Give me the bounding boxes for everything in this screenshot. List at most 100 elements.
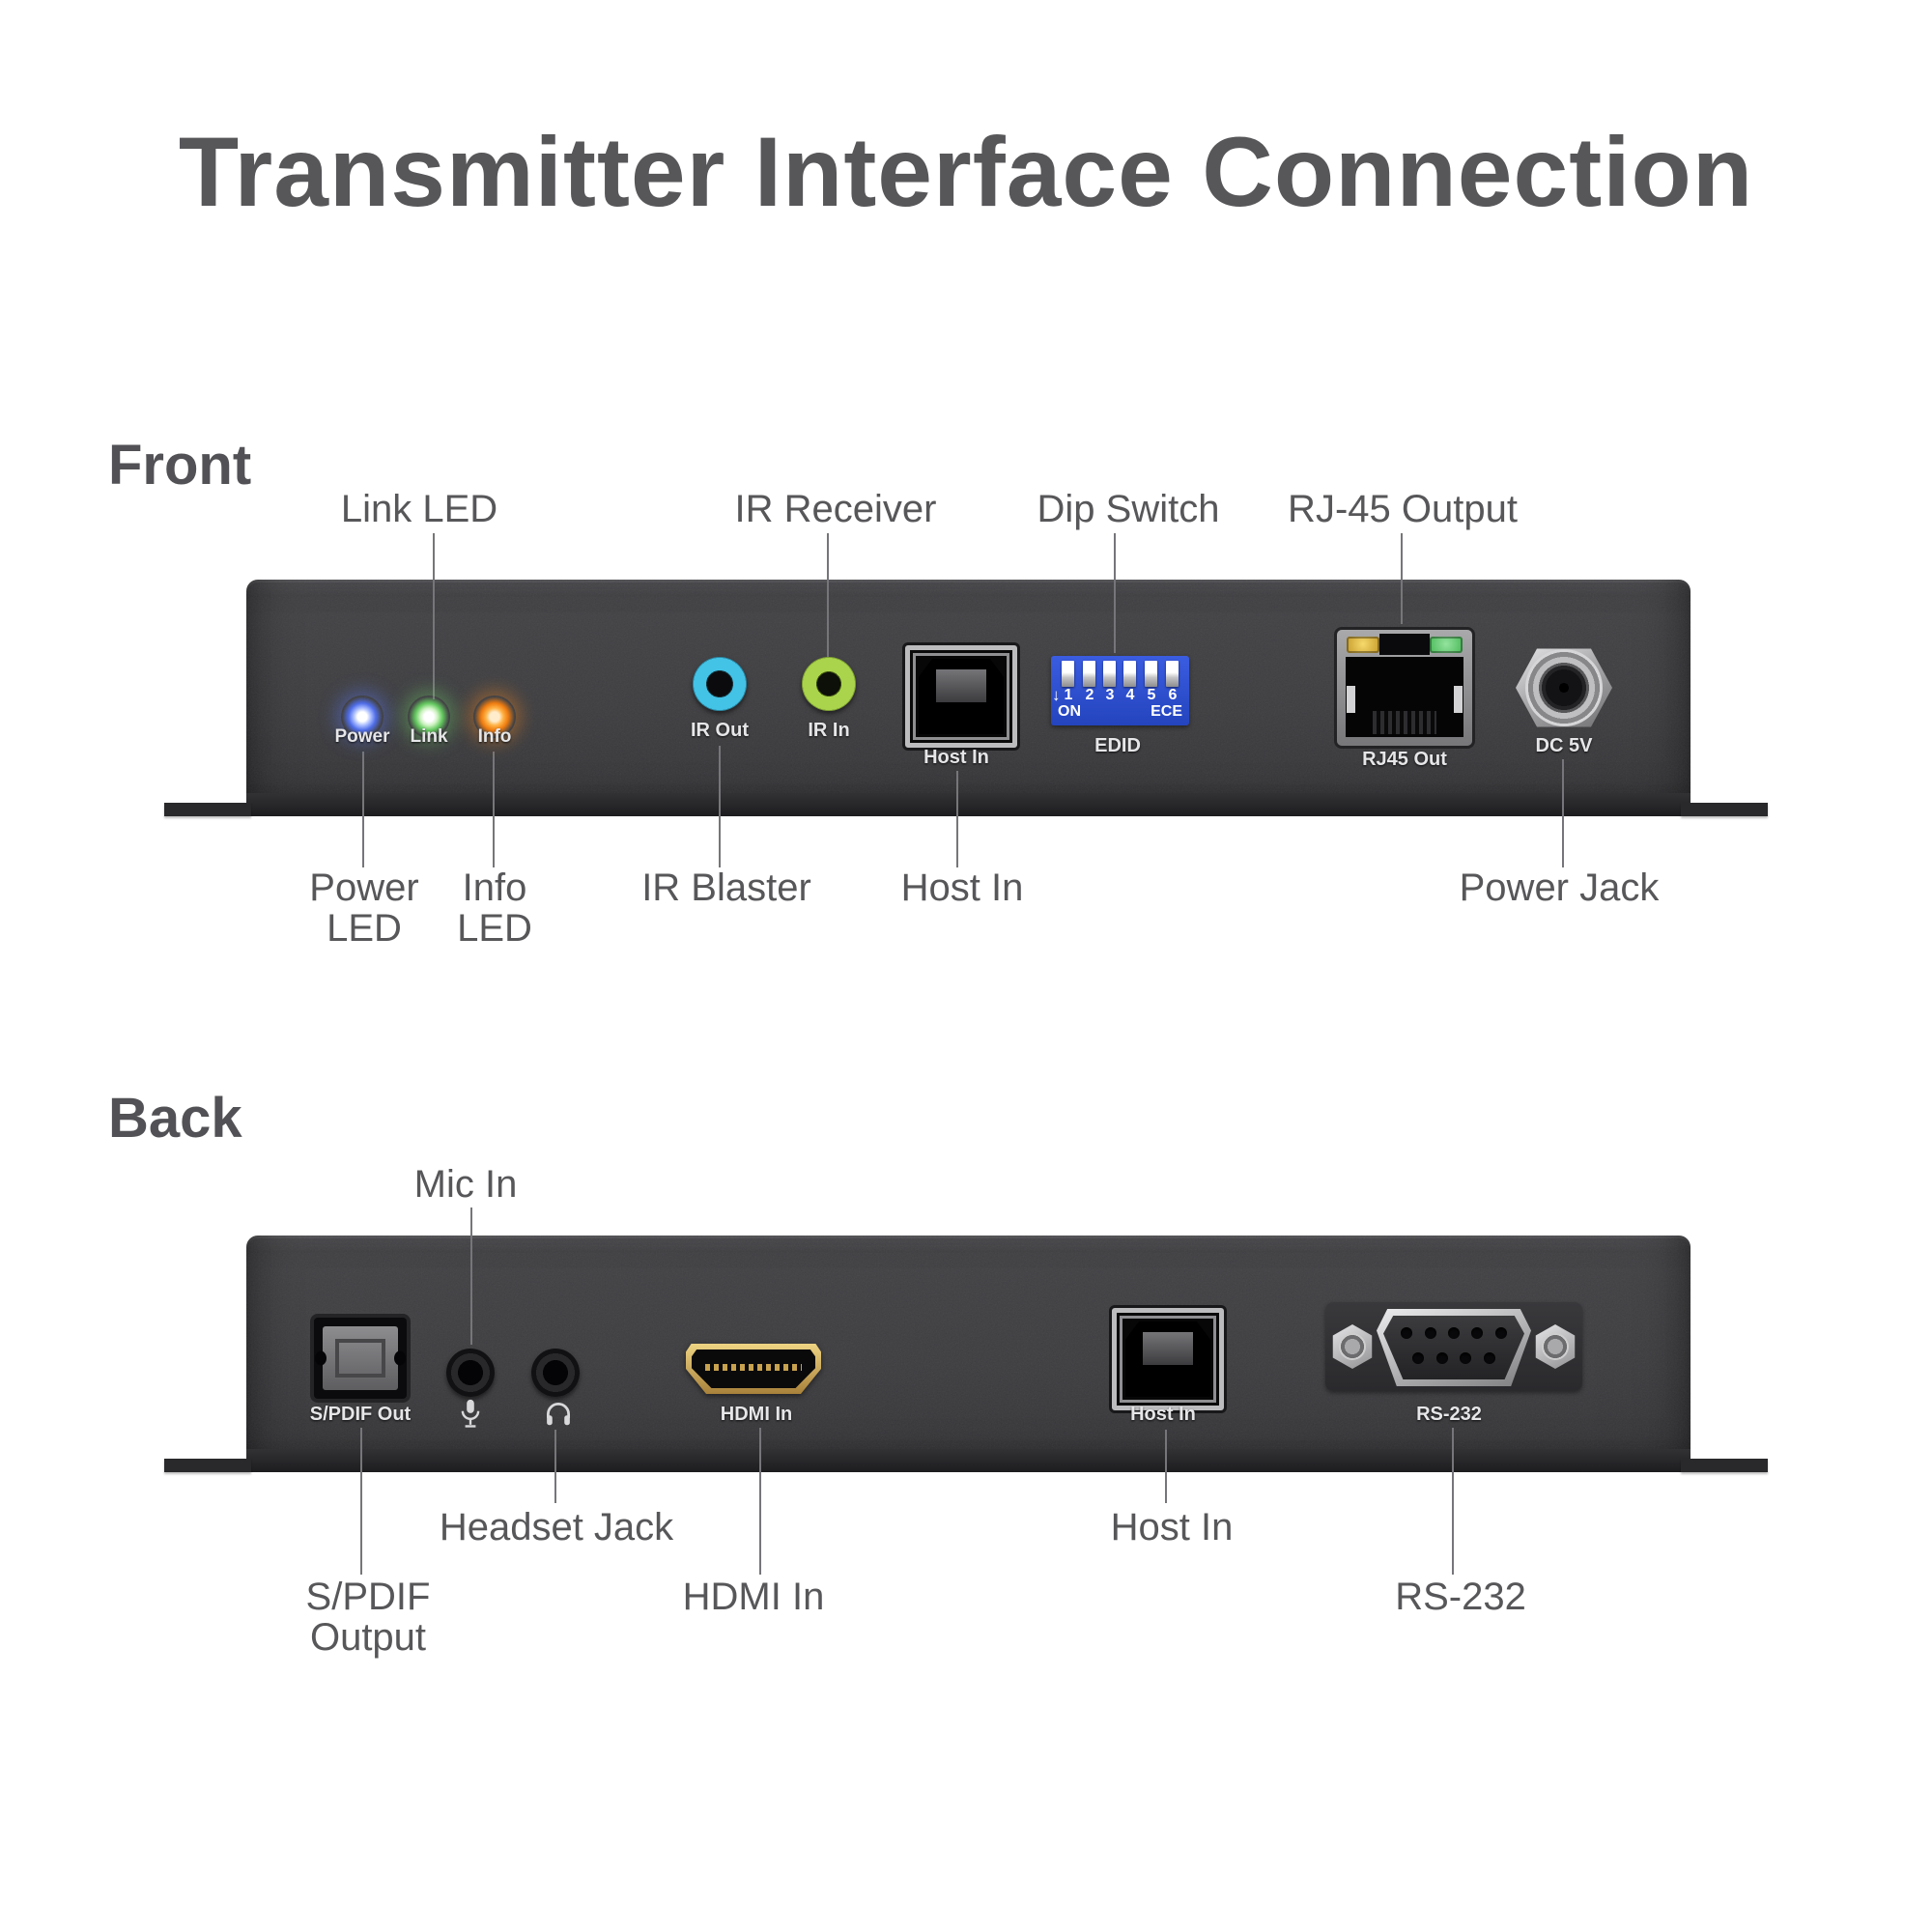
callout-info-led-line2: LED — [457, 907, 532, 951]
dip-switch-6 — [1166, 661, 1179, 687]
usb-tongue — [1143, 1332, 1193, 1365]
dip-switch-4 — [1123, 661, 1136, 687]
back-mount-ear-right — [1681, 1459, 1768, 1472]
leader-rj45-output — [1401, 533, 1403, 624]
dip-number-2: 2 — [1085, 687, 1094, 703]
spdif-hinge-right — [394, 1350, 406, 1366]
leader-power-jack — [1562, 759, 1564, 867]
leader-host-in-back — [1165, 1430, 1167, 1503]
callout-host-in-front: Host In — [900, 867, 1024, 909]
back-mount-ear-left — [164, 1459, 251, 1472]
db9-nut-left — [1332, 1324, 1373, 1369]
ir-in-jack — [802, 657, 856, 711]
power-led — [341, 696, 384, 738]
headset-jack — [531, 1349, 580, 1397]
rj45-clip-left — [1347, 686, 1355, 713]
dip-number-3: 3 — [1105, 687, 1115, 703]
leader-info-led — [493, 752, 495, 867]
page-title: Transmitter Interface Connection — [178, 117, 1754, 227]
leader-link-led — [433, 533, 435, 699]
callout-spdif-line2: Output — [309, 1616, 427, 1660]
hdmi-in-label: HDMI In — [720, 1404, 793, 1425]
spdif-out-port — [314, 1318, 407, 1399]
host-in-label-back: Host In — [1130, 1404, 1196, 1425]
db9-pin-hole — [1436, 1352, 1448, 1364]
dip-number-4: 4 — [1125, 687, 1135, 703]
edid-label: EDID — [1094, 735, 1141, 756]
rj45-out-port — [1337, 630, 1472, 746]
db9-pin-hole — [1412, 1352, 1424, 1364]
db9-face — [1383, 1316, 1524, 1379]
mic-icon — [461, 1399, 480, 1428]
link-led-label: Link — [410, 726, 448, 747]
hdmi-in-port — [686, 1344, 821, 1394]
dc-power-jack — [1516, 644, 1612, 731]
mic-in-jack — [446, 1349, 495, 1397]
db9-pin-hole — [1484, 1352, 1495, 1364]
hdmi-pins — [705, 1364, 802, 1371]
back-section-heading: Back — [108, 1087, 242, 1150]
leader-host-in-front — [956, 771, 958, 867]
rj45-top-cavity — [1379, 634, 1430, 655]
edid-dip-switch: ↓ 1 2 3 4 5 6 ON ECE — [1051, 656, 1189, 725]
callout-spdif-output: S/PDIF Output — [306, 1577, 431, 1659]
rs232-label: RS-232 — [1416, 1404, 1482, 1425]
usb-tongue — [936, 669, 986, 702]
info-led — [473, 696, 516, 738]
db9-nut-right — [1535, 1324, 1576, 1369]
rj45-green-led — [1430, 637, 1463, 653]
host-in-usb-port-front — [905, 645, 1017, 748]
dip-switch-3 — [1103, 661, 1116, 687]
callout-power-led: Power LED — [309, 867, 418, 950]
host-in-label-front: Host In — [923, 747, 989, 768]
leader-mic-in — [470, 1208, 472, 1345]
db9-pin-hole — [1425, 1327, 1436, 1339]
dip-number-5: 5 — [1147, 687, 1156, 703]
dc-jack-barrel — [1525, 649, 1603, 726]
host-in-usb-port-back — [1112, 1308, 1224, 1410]
callout-headset-jack: Headset Jack — [439, 1506, 674, 1548]
ir-in-label: IR In — [808, 720, 850, 741]
db9-pin-hole — [1401, 1327, 1412, 1339]
callout-hdmi-in: HDMI In — [682, 1576, 825, 1618]
dip-switch-1 — [1062, 661, 1074, 687]
info-led-label: Info — [477, 726, 512, 747]
front-mount-ear-left — [164, 803, 251, 816]
leader-ir-blaster — [719, 746, 721, 867]
spdif-hinge-left — [315, 1350, 327, 1366]
callout-power-jack: Power Jack — [1459, 867, 1660, 909]
dip-number-6: 6 — [1168, 687, 1178, 703]
rj45-out-label: RJ45 Out — [1362, 749, 1447, 770]
callout-info-led: Info LED — [457, 867, 532, 950]
rj45-pins — [1373, 711, 1436, 734]
callout-ir-blaster: IR Blaster — [641, 867, 811, 909]
rj45-yellow-led — [1347, 637, 1379, 653]
spdif-inner — [335, 1339, 385, 1378]
dip-on-label: ON — [1058, 703, 1081, 720]
leader-dip-switch — [1114, 533, 1116, 653]
dip-ece-label: ECE — [1151, 703, 1182, 720]
callout-rj45-output: RJ-45 Output — [1288, 488, 1518, 530]
front-mount-ear-right — [1681, 803, 1768, 816]
leader-hdmi-in — [759, 1428, 761, 1575]
dip-arrow-icon: ↓ — [1052, 686, 1061, 704]
db9-pin-hole — [1448, 1327, 1460, 1339]
db9-pin-hole — [1460, 1352, 1471, 1364]
spdif-out-label: S/PDIF Out — [309, 1404, 412, 1425]
dip-switch-2 — [1083, 661, 1095, 687]
leader-ir-receiver — [827, 533, 829, 663]
ir-out-label: IR Out — [691, 720, 749, 741]
link-led — [408, 696, 450, 738]
dip-switch-5 — [1145, 661, 1157, 687]
db9-pin-hole — [1495, 1327, 1507, 1339]
callout-host-in-back: Host In — [1110, 1506, 1234, 1548]
rs232-port — [1325, 1302, 1582, 1391]
leader-power-led — [362, 752, 364, 867]
leader-headset-jack — [554, 1430, 556, 1503]
callout-rs232: RS-232 — [1395, 1576, 1526, 1618]
callout-mic-in: Mic In — [413, 1163, 518, 1206]
dc-5v-label: DC 5V — [1535, 735, 1593, 756]
leader-rs232 — [1452, 1428, 1454, 1575]
callout-dip-switch: Dip Switch — [1037, 488, 1220, 530]
